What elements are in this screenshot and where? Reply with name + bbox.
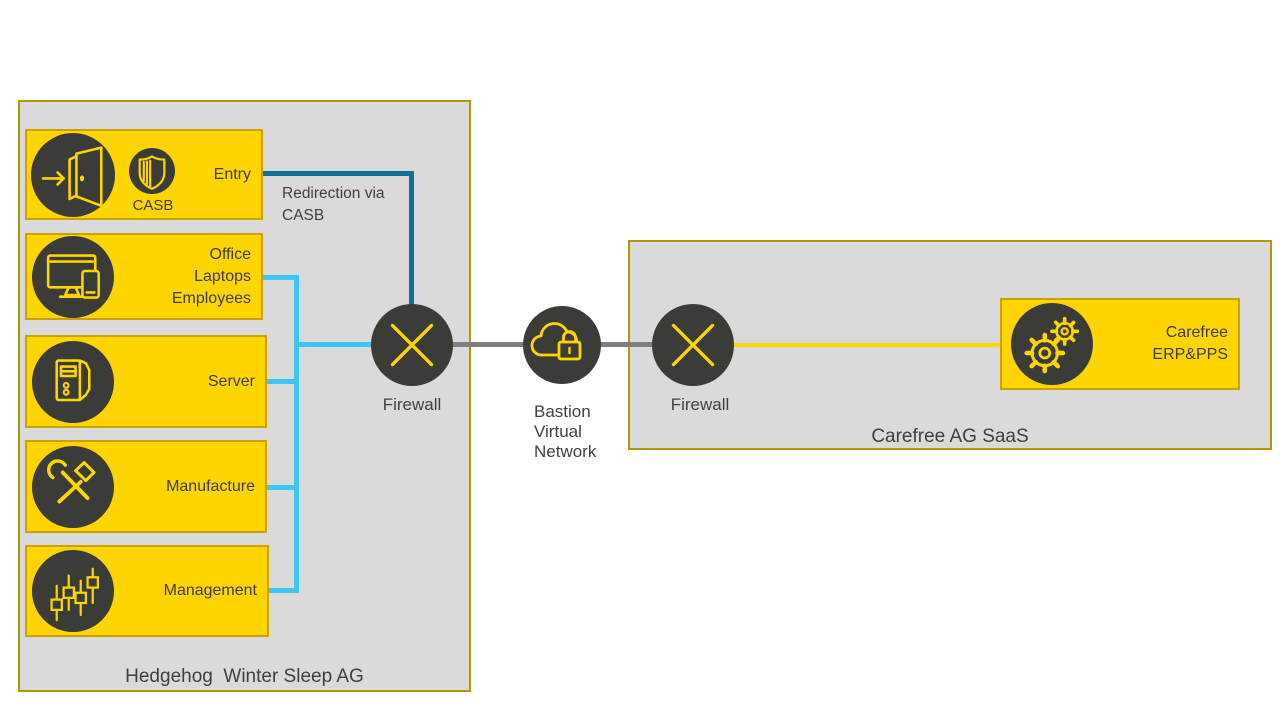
server-branch-connector [266,379,296,384]
lan-trunk-connector [294,275,299,593]
x-cross-icon [671,323,715,367]
firewall-to-bastion-connector [448,342,530,347]
firewall-left-label: Firewall [382,395,442,414]
node-entry: CASB Entry [25,129,263,220]
devices-icon [32,235,114,318]
bastion-label: Bastion Virtual Network [534,402,597,461]
carefree-node-label: Carefree ERP&PPS [1152,323,1228,363]
manufacture-branch-connector [266,485,296,490]
node-office: Office Laptops Employees [25,233,263,320]
redirection-connector-horizontal [262,171,414,176]
x-cross-icon [390,323,434,367]
node-server: Server [25,335,267,428]
redirection-label: Redirection via CASB [282,185,385,225]
door-entry-icon [31,132,115,217]
node-carefree-erp: Carefree ERP&PPS [1000,298,1240,390]
bastion-to-firewall-connector [595,342,659,347]
node-manufacture: Manufacture [25,440,267,533]
management-node-label: Management [163,581,257,599]
server-tower-icon [32,340,114,423]
firewall-to-erp-connector [728,343,1003,347]
casb-badge-label: CASB [132,197,174,214]
cloud-lock-icon [530,322,582,361]
right-zone-label: Carefree AG SaaS [871,426,1029,447]
office-branch-connector [263,275,296,280]
entry-node-label: Entry [213,165,251,183]
bastion-node [523,306,601,384]
manufacture-node-label: Manufacture [166,477,255,495]
management-branch-connector [268,588,296,593]
firewall-right-label: Firewall [670,395,730,414]
firewall-left [371,304,453,386]
trunk-to-firewall-connector [294,342,374,347]
server-node-label: Server [207,372,255,390]
firewall-right [652,304,734,386]
office-node-label: Office Laptops Employees [171,245,251,307]
redirection-connector-vertical [409,171,414,311]
left-zone-label: Hedgehog Winter Sleep AG [125,666,364,687]
gears-icon [1011,303,1093,385]
node-management: Management [25,545,269,637]
tools-icon [32,445,114,528]
sliders-icon [32,550,114,632]
shield-icon [129,148,175,194]
